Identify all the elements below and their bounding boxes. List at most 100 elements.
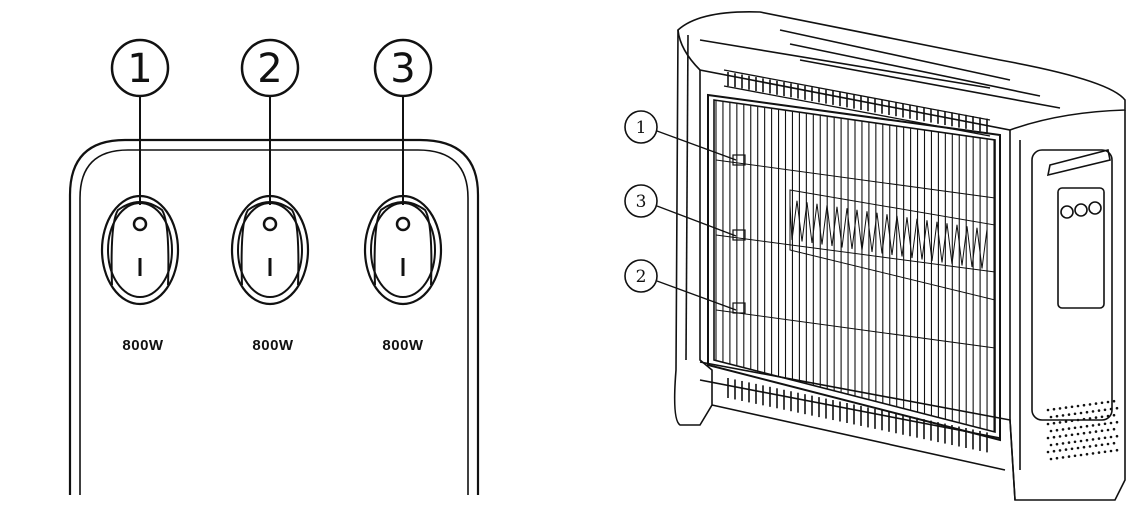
switch-2[interactable]: 2 800W (230, 38, 310, 354)
callout-number: 1 (636, 118, 647, 138)
grille-rod (715, 309, 996, 349)
power-label: 800W (382, 337, 424, 354)
element-coil (789, 200, 988, 269)
side-hole (1055, 456, 1059, 460)
side-hole (1085, 452, 1089, 456)
side-hole (1112, 427, 1116, 431)
side-hole (1067, 455, 1071, 458)
switch-number: 2 (257, 46, 282, 92)
side-hole (1064, 420, 1068, 423)
side-hole (1073, 426, 1077, 430)
side-hole (1067, 441, 1071, 444)
side-hole (1055, 428, 1059, 432)
side-hole (1055, 442, 1059, 446)
side-hole (1088, 403, 1092, 406)
side-hole (1061, 428, 1065, 431)
grille-bars (715, 101, 995, 432)
switch-icon (732, 302, 746, 314)
side-holes (1046, 399, 1119, 461)
side-hole (1079, 453, 1083, 457)
side-switch-icon (1088, 201, 1102, 215)
side-panel-recess (1031, 149, 1113, 421)
side-hole (1067, 427, 1071, 430)
side-hole (1082, 445, 1086, 449)
side-hole (1073, 440, 1077, 444)
switch-1[interactable]: 1 800W (100, 38, 180, 354)
grille-frame (707, 93, 1001, 442)
side-hole (1100, 415, 1104, 419)
side-hole (1094, 416, 1098, 419)
side-hole (1103, 450, 1107, 454)
side-hole (1076, 404, 1080, 408)
side-hole (1070, 447, 1074, 451)
side-hole (1052, 407, 1056, 411)
side-hole (1097, 409, 1101, 412)
side-hole (1112, 413, 1116, 417)
side-hole (1088, 445, 1092, 448)
off-mark-icon (262, 216, 278, 232)
side-hole (1061, 456, 1065, 459)
side-hole (1076, 432, 1080, 436)
side-hole (1064, 448, 1068, 451)
side-hole (1103, 408, 1107, 412)
switch-icon (732, 154, 746, 166)
side-hole (1079, 425, 1083, 429)
side-hole (1073, 454, 1077, 458)
side-hole (1094, 430, 1098, 433)
side-hole (1070, 433, 1074, 437)
side-hole (1097, 451, 1101, 454)
power-label: 800W (252, 337, 294, 354)
side-hole (1115, 448, 1119, 452)
side-hole (1085, 410, 1089, 414)
side-hole (1106, 428, 1110, 432)
side-switch-icon (1060, 205, 1074, 219)
side-hole (1052, 435, 1056, 439)
side-hole (1115, 420, 1119, 424)
side-hole (1088, 417, 1092, 420)
side-hole (1079, 411, 1083, 415)
side-hole (1109, 421, 1113, 425)
side-hole (1052, 449, 1056, 453)
side-hole (1091, 452, 1095, 455)
side-hole (1109, 449, 1113, 453)
side-hole (1055, 414, 1059, 418)
side-hole (1061, 414, 1065, 417)
control-panel: 1 800W 2 800W 3 (68, 38, 480, 495)
switch-number: 1 (127, 46, 152, 92)
side-hole (1100, 443, 1104, 447)
side-hole (1064, 434, 1068, 437)
grille-rods (715, 159, 996, 349)
side-hole (1094, 444, 1098, 447)
side-hole (1058, 435, 1062, 438)
side-hole (1103, 436, 1107, 440)
side-hole (1073, 412, 1077, 416)
callout-number: 2 (636, 267, 647, 287)
side-hole (1100, 401, 1104, 405)
callout-1: 1 (624, 110, 746, 166)
callout-3: 3 (624, 184, 746, 241)
side-hole (1115, 434, 1119, 438)
side-hole (1109, 435, 1113, 439)
side-hole (1076, 446, 1080, 450)
side-hole (1106, 400, 1110, 404)
side-hole (1064, 406, 1068, 409)
side-hole (1112, 441, 1116, 445)
side-hole (1046, 436, 1050, 440)
side-hole (1112, 399, 1116, 403)
side-hole (1085, 438, 1089, 442)
side-hole (1088, 431, 1092, 434)
side-switch-icon (1074, 203, 1088, 217)
side-hole (1100, 429, 1104, 433)
grille-rod (715, 159, 996, 199)
right-side (1009, 110, 1126, 501)
side-hole (1082, 417, 1086, 421)
switch-3[interactable]: 3 800W (363, 38, 443, 354)
side-hole (1049, 443, 1053, 447)
side-hole (1079, 439, 1083, 443)
vent-slots (727, 72, 988, 453)
side-hole (1049, 429, 1053, 433)
side-hole (1115, 406, 1119, 410)
side-hole (1058, 407, 1062, 410)
side-hole (1061, 442, 1065, 445)
side-hole (1067, 413, 1071, 416)
